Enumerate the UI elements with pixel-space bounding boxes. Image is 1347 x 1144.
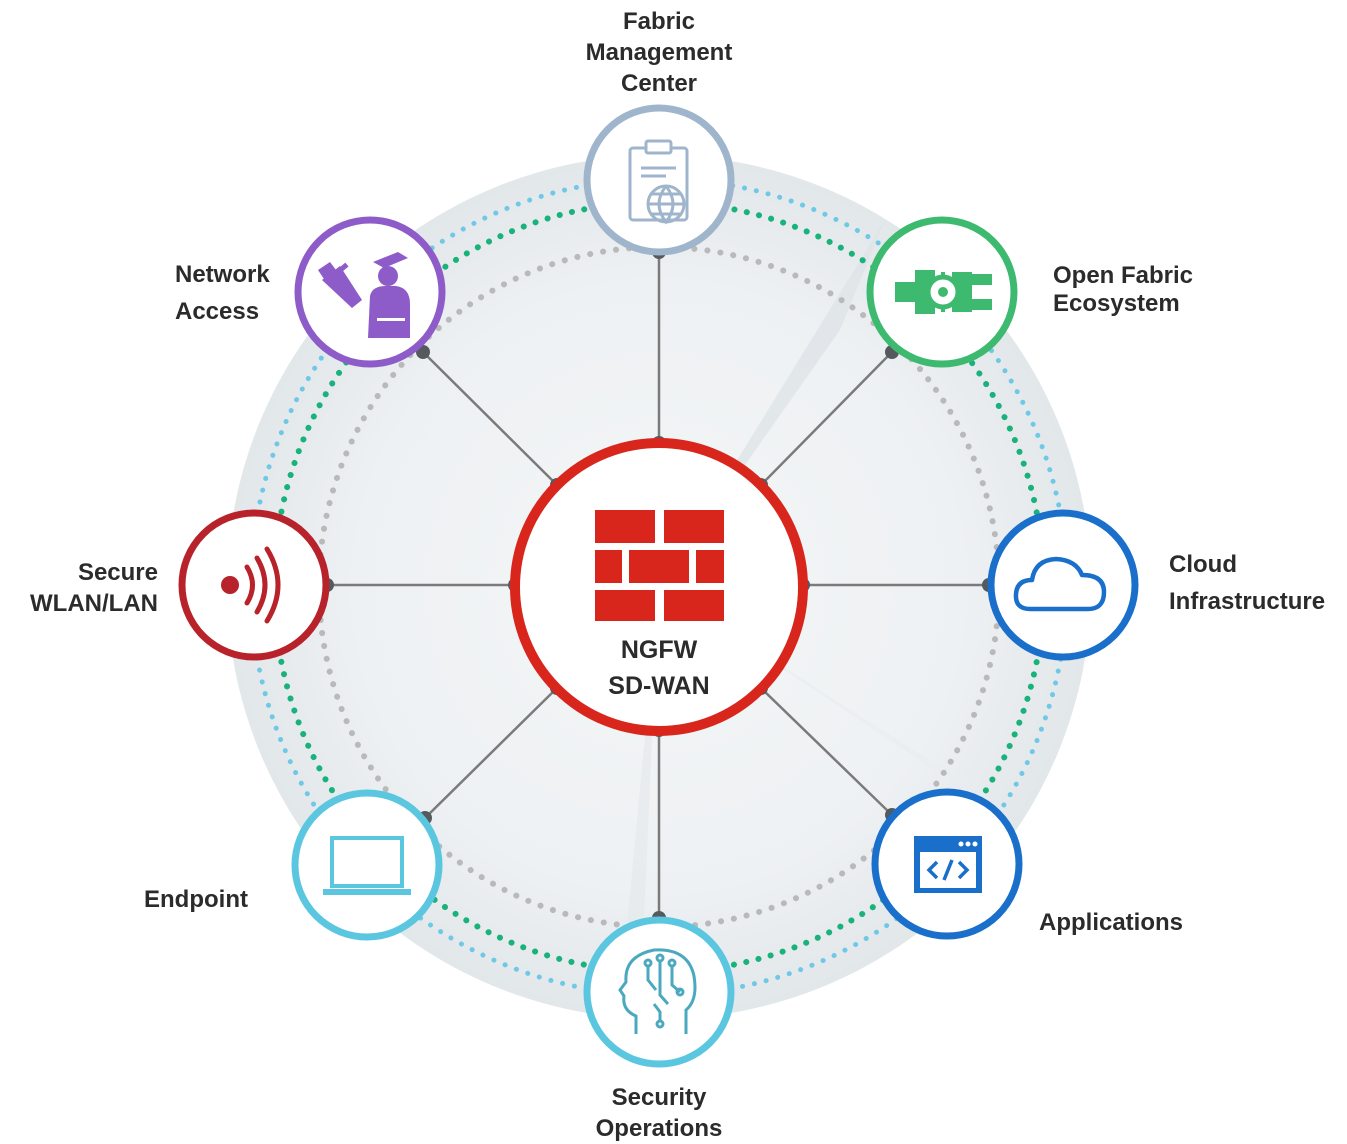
clipboard-globe-icon <box>628 139 689 225</box>
node-applications <box>871 788 1023 940</box>
node-fabric-management-center <box>583 104 735 256</box>
label-line: Network <box>175 261 270 288</box>
label-line: Secure <box>77 559 158 586</box>
label-open-fabric-ecosystem: Open Fabric Ecosystem <box>1053 260 1193 319</box>
label-fabric-management-center: Fabric Management Center <box>559 6 759 99</box>
label-line: Ecosystem <box>1053 290 1180 317</box>
cloud-icon <box>1013 556 1107 612</box>
node-security-operations <box>583 916 735 1068</box>
label-line: Access <box>175 298 260 325</box>
center-label-line2: SD-WAN <box>608 672 709 700</box>
label-line: Security <box>611 1084 707 1111</box>
node-cloud-infrastructure <box>987 509 1139 661</box>
label-line: Management <box>585 39 733 66</box>
firewall-icon <box>595 510 724 621</box>
plug-gear-icon <box>895 270 992 314</box>
label-line: Applications <box>1039 909 1184 936</box>
officer-icon <box>318 252 410 338</box>
label-cloud-infrastructure: Cloud Infrastructure <box>1169 546 1325 620</box>
node-network-access <box>294 216 446 368</box>
label-line: Center <box>620 70 698 97</box>
label-line: Cloud <box>1169 551 1237 578</box>
label-applications: Applications <box>1039 907 1183 938</box>
node-endpoint <box>291 789 443 941</box>
code-window-icon <box>914 836 982 893</box>
laptop-icon <box>323 836 411 895</box>
label-line: Endpoint <box>144 886 248 913</box>
label-line: Open Fabric <box>1053 262 1194 289</box>
label-line: Fabric <box>622 8 696 35</box>
wireless-signal-icon <box>221 546 281 624</box>
label-security-operations: Security Operations <box>559 1082 759 1144</box>
label-endpoint: Endpoint <box>144 884 248 915</box>
connector-lines <box>327 252 989 918</box>
center-label-line1: NGFW <box>621 636 698 664</box>
brain-circuit-icon <box>618 948 697 1034</box>
center-node-ngfw: NGFW SD-WAN <box>510 438 808 736</box>
label-network-access: Network Access <box>175 256 270 330</box>
label-secure-wlan-lan: Secure WLAN/LAN <box>0 557 158 619</box>
node-open-fabric-ecosystem <box>866 216 1018 368</box>
node-secure-wlan-lan <box>178 509 330 661</box>
label-line: Operations <box>595 1115 723 1142</box>
label-line: WLAN/LAN <box>30 590 158 617</box>
label-line: Infrastructure <box>1169 588 1326 615</box>
